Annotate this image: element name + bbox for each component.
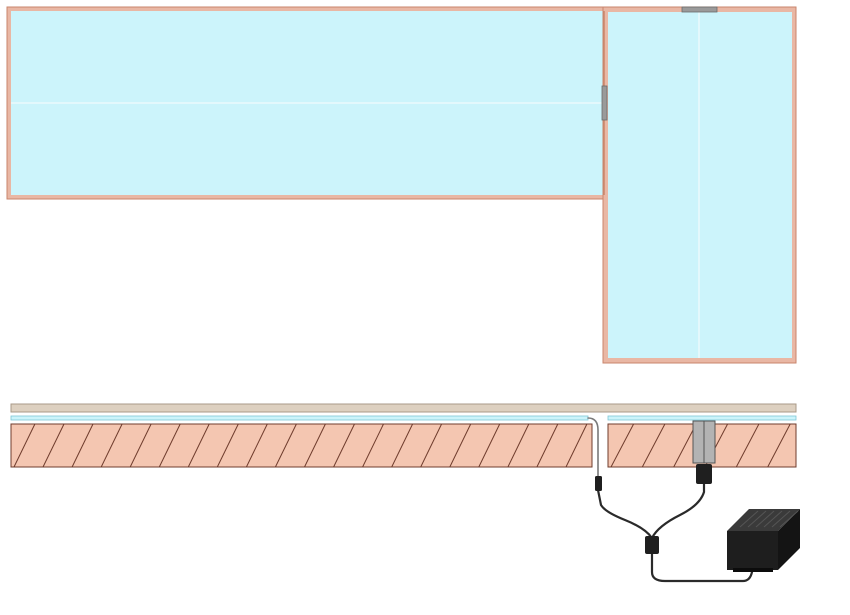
glass-layer-left (10, 415, 589, 421)
hatch-line-left (362, 423, 384, 468)
supply-rib (747, 510, 767, 528)
hatch-line-left (304, 423, 326, 468)
lead-cable-left (587, 417, 599, 481)
cable-left-branch (596, 488, 654, 540)
hatch-line-left (158, 423, 181, 468)
hatch-line-right (673, 423, 697, 468)
supply-rib (739, 510, 759, 528)
junction-block (645, 536, 659, 554)
hatch-line-left (420, 423, 443, 468)
hatch-line-left (129, 423, 152, 468)
hatch-line-left (565, 423, 588, 468)
top-plate (10, 403, 797, 413)
hatch-line-left (71, 423, 94, 468)
supply-rib (763, 510, 783, 528)
hatch-line-left (449, 423, 472, 468)
hatched-slab-left (10, 423, 593, 468)
plan-view (6, 6, 797, 364)
cable-to-supply (650, 551, 754, 583)
hatch-line-left (274, 423, 297, 468)
side-connector-tab (601, 85, 608, 121)
hatch-line-right (767, 423, 791, 468)
wiring (587, 417, 754, 583)
power-supply (727, 509, 800, 572)
hatch-line-left (333, 423, 355, 468)
hatch-line-left (507, 423, 530, 468)
supply-rib (779, 510, 799, 528)
plug-connector-right (696, 464, 712, 484)
hatch-line-left (216, 423, 239, 468)
hatch-line-left (391, 423, 414, 468)
hatch-line-right (735, 423, 760, 468)
top-connector-tab (681, 6, 718, 13)
supply-rib (771, 510, 791, 528)
hatch-line-right (610, 423, 635, 468)
section-view (10, 403, 797, 468)
supply-rib (755, 510, 775, 528)
hatch-line-left (245, 423, 268, 468)
hatch-line-left (42, 423, 65, 468)
lead-connector-left (595, 476, 602, 491)
hatch-line-left (536, 423, 559, 468)
side-panel-glass (608, 12, 792, 358)
hatch-line-left (100, 423, 123, 468)
glass-layer-right (607, 415, 797, 421)
hatch-line-left (187, 423, 210, 468)
cable-right-branch (650, 482, 706, 540)
hatch-line-left (478, 423, 501, 468)
hatch-line-left (13, 423, 36, 468)
hatch-line-right (641, 423, 666, 468)
